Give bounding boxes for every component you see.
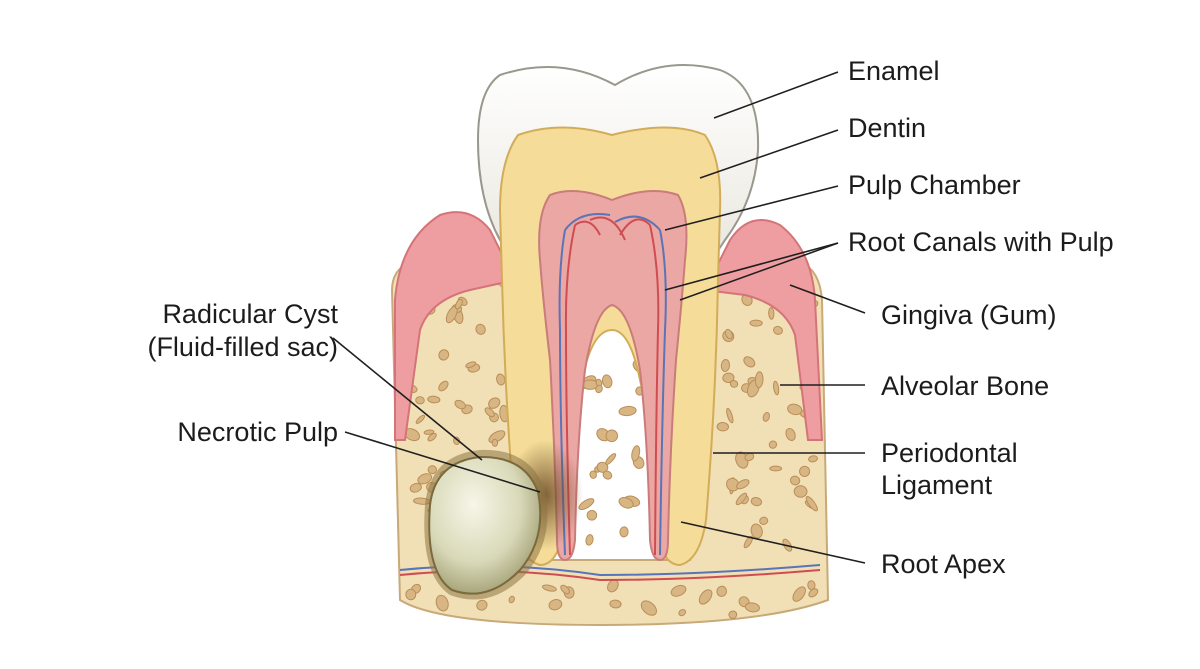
label-radicular-cyst-line2: (Fluid-filled sac): [147, 332, 338, 362]
label-dentin: Dentin: [848, 113, 926, 143]
bone-pore: [488, 397, 501, 409]
bone-pore: [726, 477, 740, 492]
bone-pore: [743, 356, 756, 368]
bone-pore: [605, 429, 619, 443]
bone-pore: [716, 585, 728, 597]
bone-pore: [678, 609, 687, 617]
bone-pore: [417, 473, 433, 485]
bone-pore: [744, 602, 760, 613]
bone-pore: [409, 482, 422, 493]
bone-pore: [619, 526, 629, 538]
bone-pore: [793, 485, 808, 498]
bone-pore: [435, 594, 449, 612]
bone-pore: [670, 584, 687, 597]
bone-pore: [560, 584, 570, 595]
bone-pore: [601, 374, 613, 389]
bone-pore: [787, 403, 803, 416]
gingiva: [394, 211, 824, 441]
bone-pore: [785, 428, 796, 441]
bone-pore: [496, 373, 506, 386]
label-root-canals: Root Canals with Pulp: [848, 227, 1114, 257]
bone-pore: [465, 361, 477, 369]
bone-pore: [750, 497, 763, 507]
bone-pore: [792, 586, 806, 602]
bone-pore: [475, 323, 486, 335]
bone-pore: [596, 461, 609, 473]
label-gingiva: Gingiva (Gum): [881, 300, 1057, 330]
bone-pore: [640, 600, 657, 616]
label-periodontal-ligament-line2: Ligament: [881, 470, 993, 500]
bone-pore: [427, 432, 437, 442]
bone-pore: [754, 371, 764, 389]
bone-pore: [735, 492, 748, 506]
bone-pore: [743, 535, 754, 549]
bone-pore: [768, 307, 775, 320]
bone-pore: [768, 440, 778, 449]
bone-pore: [438, 380, 449, 392]
bone-pore: [602, 470, 613, 480]
bone-pore: [808, 455, 818, 463]
label-pulp-chamber: Pulp Chamber: [848, 170, 1021, 200]
bone-pore: [405, 588, 417, 601]
label-necrotic-pulp: Necrotic Pulp: [177, 417, 338, 447]
bone-pore: [589, 470, 597, 479]
label-radicular-cyst-line1: Radicular Cyst: [162, 299, 338, 329]
bone-pore: [698, 589, 713, 605]
bone-pore: [805, 496, 818, 512]
bone-pore: [736, 479, 750, 490]
bone-pore: [454, 298, 463, 310]
bone-pore: [541, 584, 557, 592]
leader-lines: [332, 71, 866, 564]
bone-pore: [618, 496, 634, 509]
bone-pore: [759, 516, 769, 525]
radicular-cyst: [424, 449, 548, 600]
bone-pore: [427, 465, 437, 475]
bone-pore: [427, 395, 441, 404]
bone-pore: [438, 349, 450, 361]
bone-pore: [799, 465, 811, 477]
bone-pore: [548, 599, 563, 611]
label-periodontal-ligament-line1: Periodontal: [881, 438, 1018, 468]
bone-pore: [454, 399, 466, 410]
bone-pore: [415, 414, 426, 424]
bone-pore: [631, 445, 641, 462]
bone-pore: [728, 610, 738, 619]
bone-pore: [508, 595, 515, 604]
bone-pore: [769, 465, 783, 472]
bone-pore: [789, 475, 801, 486]
bone-pore: [423, 429, 435, 435]
bone-pore: [586, 509, 598, 521]
bone-pore: [744, 452, 755, 462]
bone-pore: [724, 328, 733, 340]
bone-pore: [618, 405, 637, 417]
bone-pore: [476, 599, 488, 611]
label-enamel: Enamel: [848, 56, 940, 86]
bone-pore: [749, 319, 763, 327]
bone-pore: [750, 523, 763, 539]
label-root-apex: Root Apex: [881, 549, 1006, 579]
bone-pore: [722, 372, 735, 384]
bone-pore: [720, 359, 731, 372]
bone-pore: [609, 599, 622, 609]
bone-pore: [484, 407, 495, 418]
bone-pore: [773, 380, 780, 396]
label-alveolar-bone: Alveolar Bone: [881, 371, 1049, 401]
bone-pore: [808, 588, 819, 598]
bone-pore: [491, 438, 499, 447]
bone-pore: [415, 396, 425, 405]
bone-pore: [585, 534, 594, 546]
bone-pore: [726, 407, 734, 424]
bone-pore: [773, 325, 783, 335]
bone-pore: [595, 384, 603, 394]
bone-pore: [762, 412, 770, 422]
bone-pore: [716, 421, 729, 432]
bone-pore: [729, 380, 739, 388]
